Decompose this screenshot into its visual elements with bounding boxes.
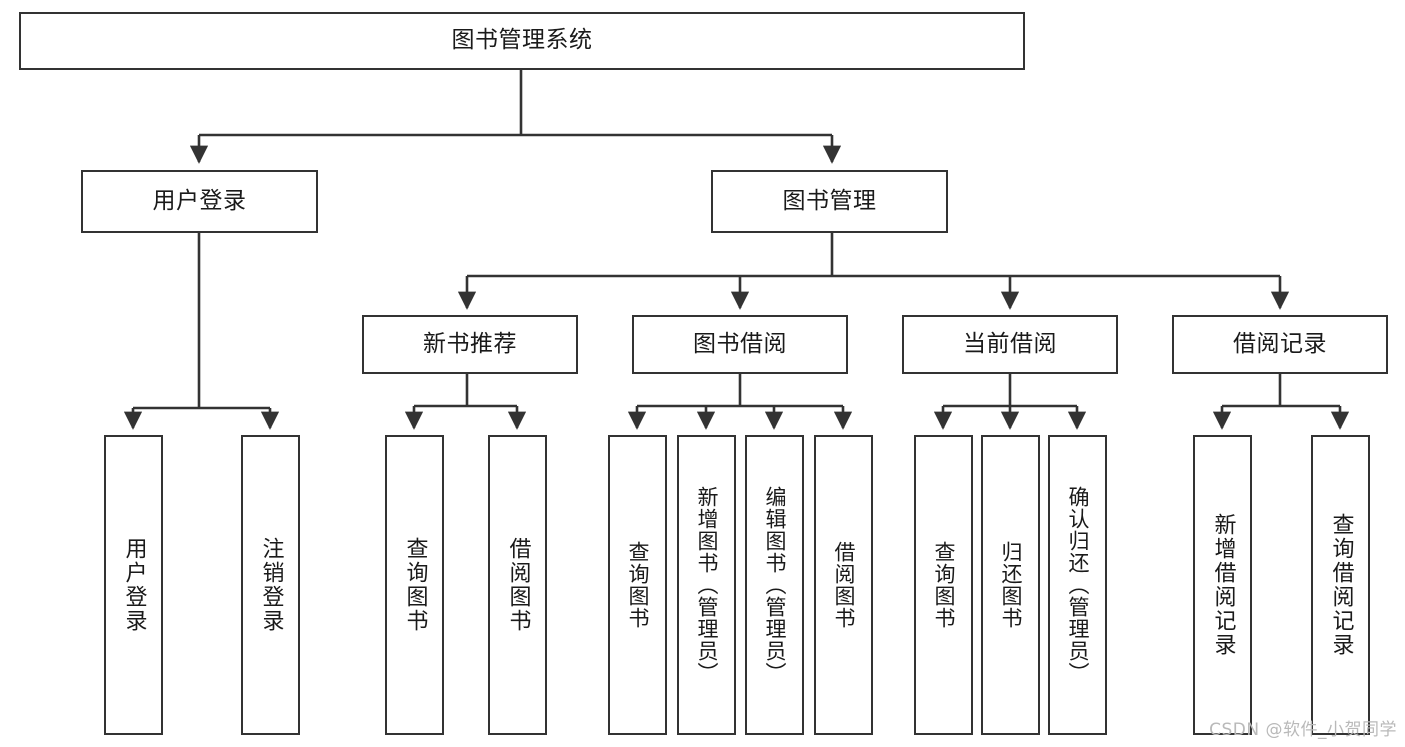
node-label: 用户登录 <box>121 537 147 633</box>
leaf-current-confirm-return-admin[interactable]: 确认归还（管理员） <box>1048 435 1107 735</box>
node-label: 新增图书（管理员） <box>695 486 719 684</box>
node-label: 注销登录 <box>258 537 284 633</box>
leaf-recommend-query-book[interactable]: 查询图书 <box>385 435 444 735</box>
node-label: 借阅图书 <box>505 537 531 633</box>
leaf-user-login-login[interactable]: 用户登录 <box>104 435 163 735</box>
leaf-current-query-book[interactable]: 查询图书 <box>914 435 973 735</box>
node-borrow-record[interactable]: 借阅记录 <box>1172 315 1388 374</box>
node-label: 用户登录 <box>152 187 247 214</box>
node-label: 借阅记录 <box>1233 330 1327 357</box>
leaf-user-login-logout[interactable]: 注销登录 <box>241 435 300 735</box>
leaf-recommend-borrow-book[interactable]: 借阅图书 <box>488 435 547 735</box>
node-root-system[interactable]: 图书管理系统 <box>19 12 1025 70</box>
node-label: 借阅图书 <box>832 541 856 629</box>
node-label: 查询借阅记录 <box>1328 513 1354 657</box>
node-label: 查询图书 <box>626 541 650 629</box>
csdn-watermark: CSDN @软件_小贺同学 <box>1209 720 1397 740</box>
leaf-borrow-borrow-book[interactable]: 借阅图书 <box>814 435 873 735</box>
node-new-book-recommend[interactable]: 新书推荐 <box>362 315 578 374</box>
leaf-borrow-add-book-admin[interactable]: 新增图书（管理员） <box>677 435 736 735</box>
node-label: 查询图书 <box>932 541 956 629</box>
node-label: 新书推荐 <box>423 330 517 357</box>
leaf-record-query-record[interactable]: 查询借阅记录 <box>1311 435 1370 735</box>
node-current-borrow[interactable]: 当前借阅 <box>902 315 1118 374</box>
node-book-management[interactable]: 图书管理 <box>711 170 948 233</box>
node-book-borrow[interactable]: 图书借阅 <box>632 315 848 374</box>
node-label: 当前借阅 <box>963 330 1057 357</box>
node-label: 图书管理系统 <box>451 27 593 54</box>
leaf-borrow-edit-book-admin[interactable]: 编辑图书（管理员） <box>745 435 804 735</box>
node-user-login[interactable]: 用户登录 <box>81 170 318 233</box>
leaf-borrow-query-book[interactable]: 查询图书 <box>608 435 667 735</box>
node-label: 归还图书 <box>999 541 1023 629</box>
node-label: 图书管理 <box>782 187 877 214</box>
node-label: 新增借阅记录 <box>1210 513 1236 657</box>
node-label: 编辑图书（管理员） <box>763 486 787 684</box>
node-label: 查询图书 <box>402 537 428 633</box>
leaf-current-return-book[interactable]: 归还图书 <box>981 435 1040 735</box>
node-label: 确认归还（管理员） <box>1066 486 1090 684</box>
leaf-record-add-record[interactable]: 新增借阅记录 <box>1193 435 1252 735</box>
node-label: 图书借阅 <box>693 330 787 357</box>
